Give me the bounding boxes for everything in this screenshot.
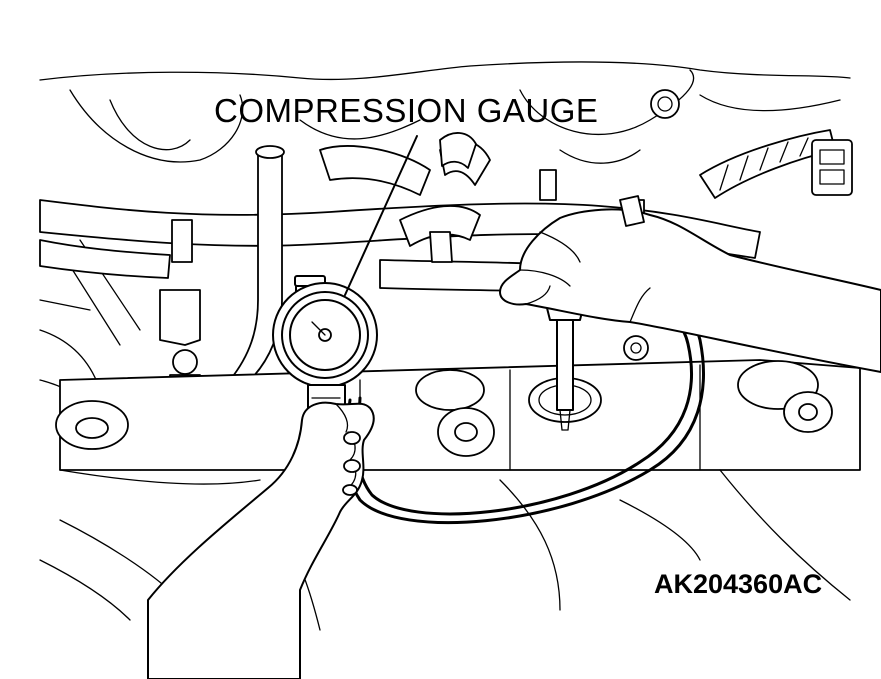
figure-reference-code: AK204360AC bbox=[654, 569, 823, 599]
compression-gauge-label: COMPRESSION GAUGE bbox=[214, 92, 599, 129]
right-hand bbox=[500, 209, 881, 372]
callout-leader-line bbox=[345, 136, 417, 295]
compression-gauge bbox=[273, 276, 377, 440]
bolt-top bbox=[651, 90, 679, 118]
wiring-harness bbox=[700, 130, 852, 198]
clips bbox=[430, 133, 644, 262]
left-hand bbox=[148, 403, 374, 679]
